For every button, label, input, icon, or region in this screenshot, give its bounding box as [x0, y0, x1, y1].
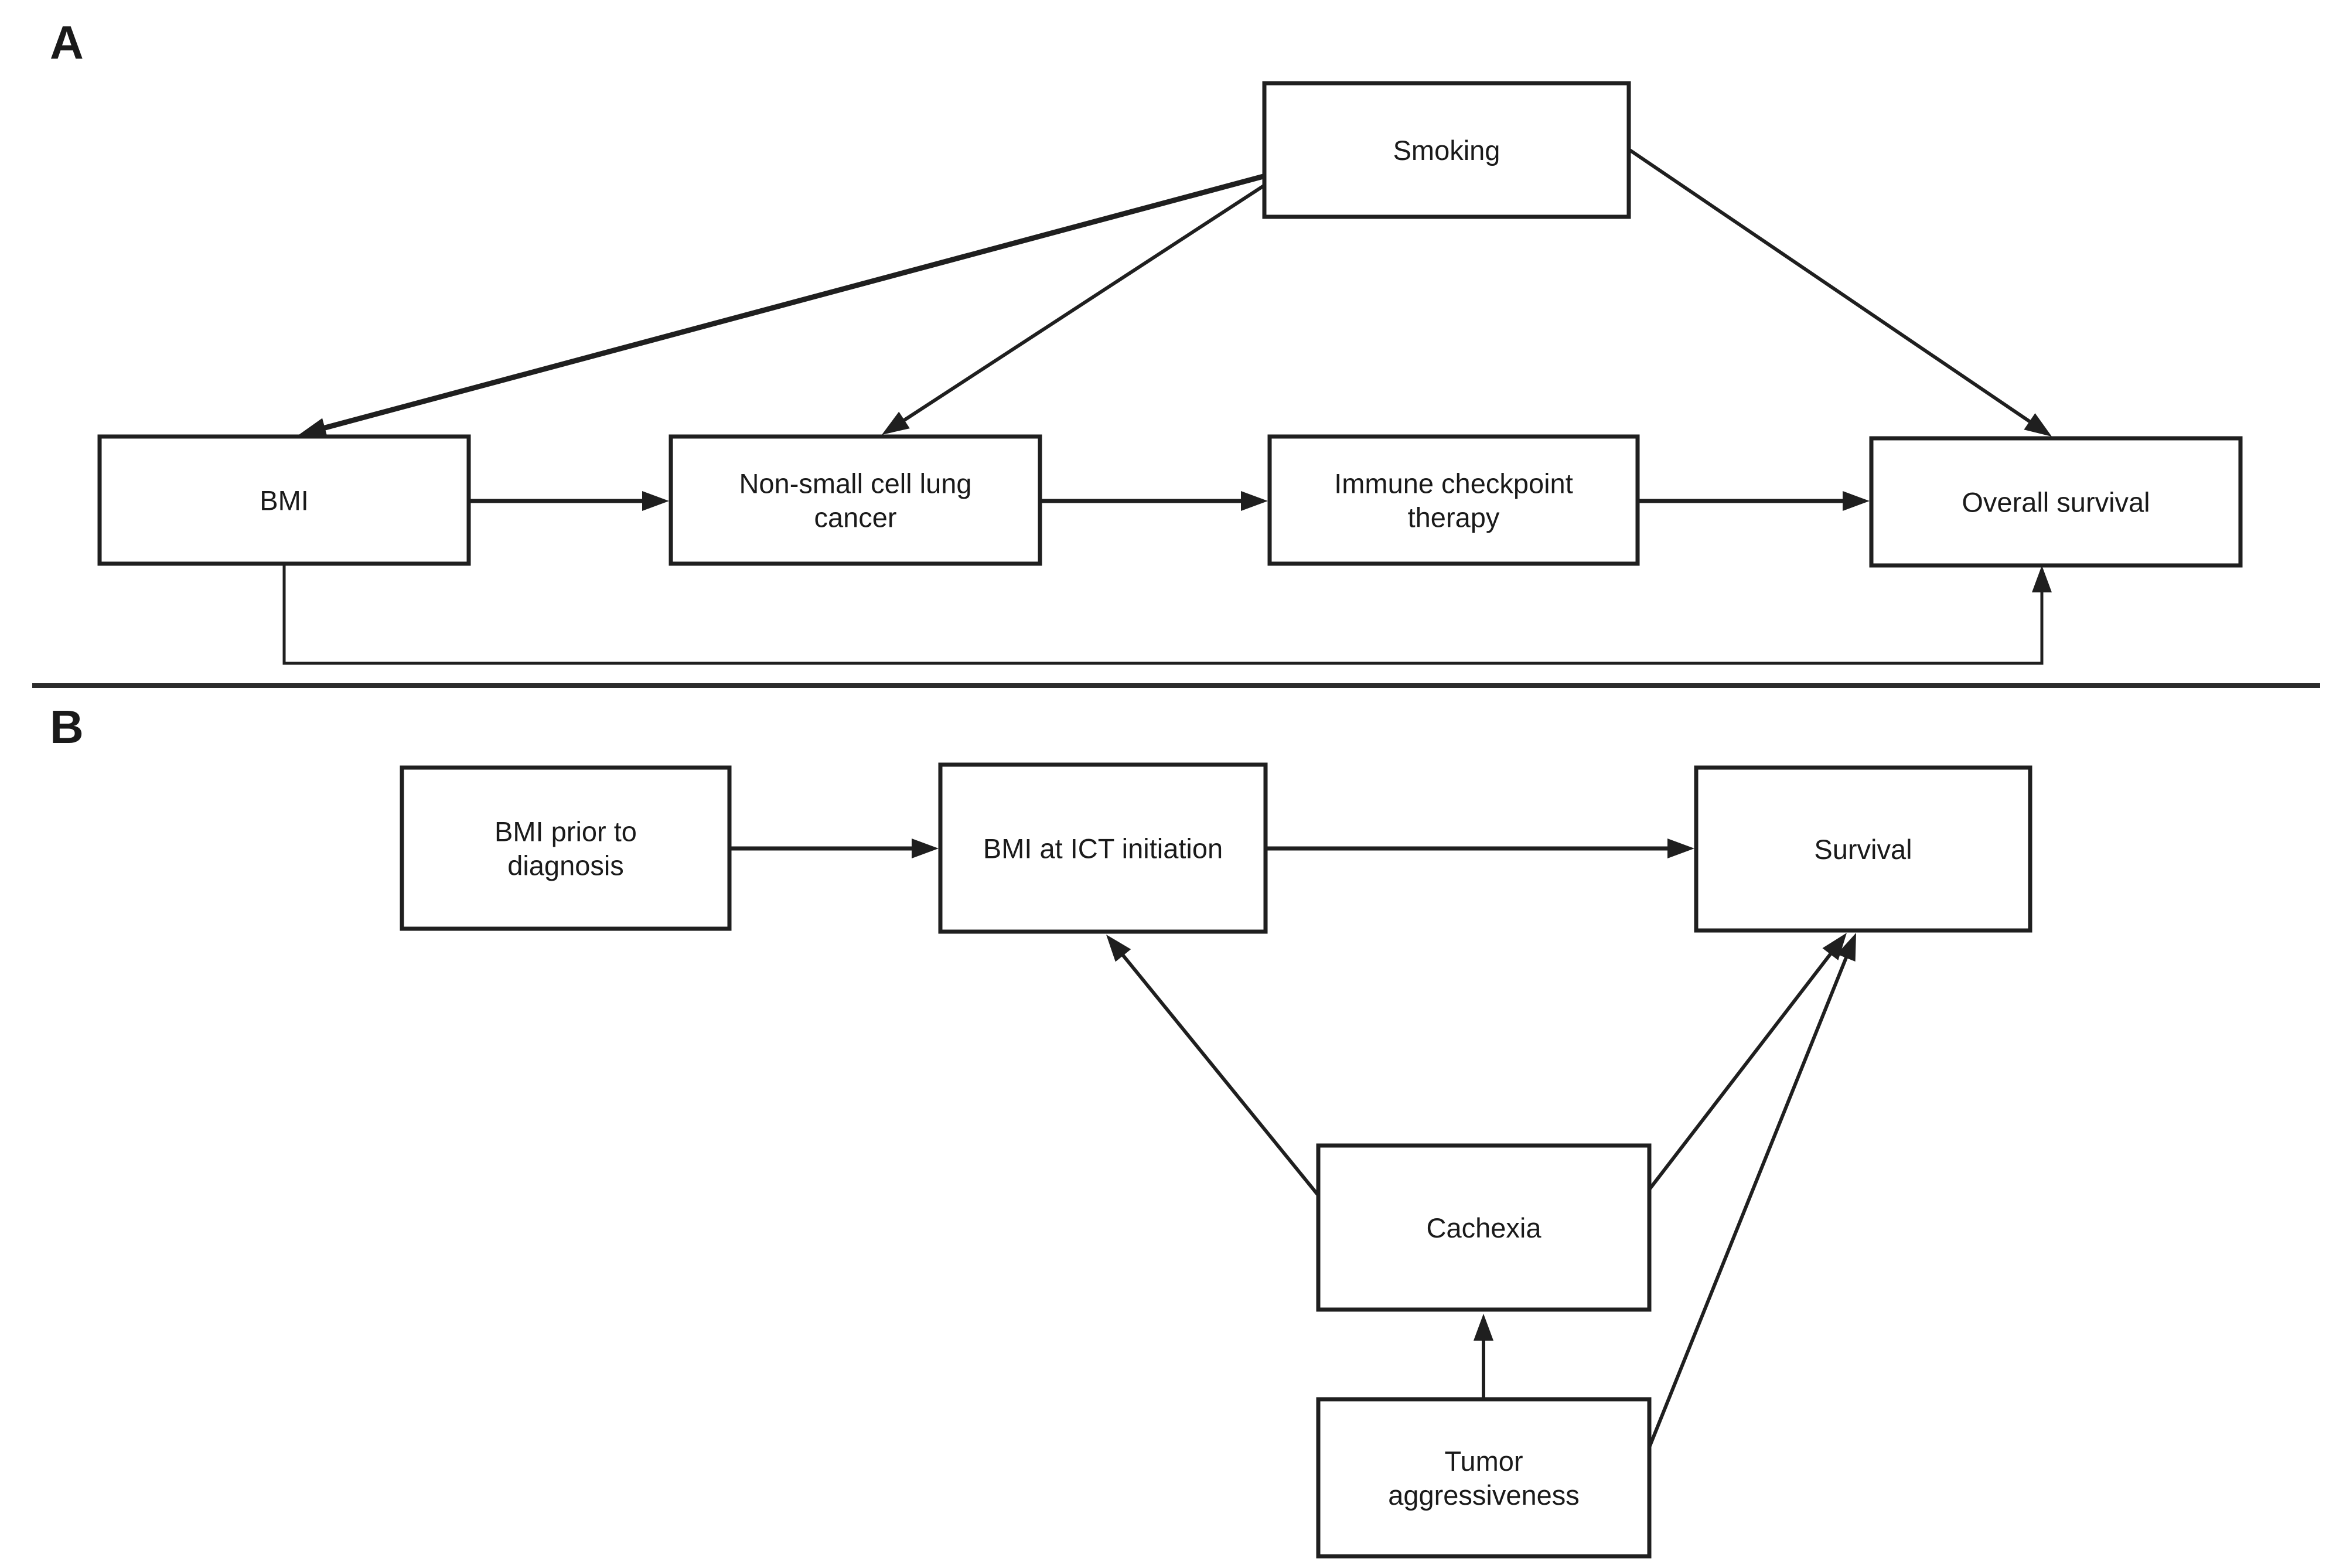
arrow-smoking-to-nsclc — [901, 183, 1267, 423]
arrowhead-tumor-to-survival — [1837, 933, 1856, 962]
node-smoking-box — [1262, 81, 1631, 219]
node-survival-label: Survival — [1814, 834, 1912, 865]
arrow-tumor-to-survival — [1648, 955, 1849, 1448]
arrow-cachexia-to-survival — [1648, 951, 1833, 1191]
node-bmi-prior-box — [400, 765, 732, 931]
arrowhead-cachexia-to-survival — [1822, 933, 1847, 960]
arrowhead-ict-to-overall-survival — [1843, 491, 1870, 511]
arrowhead-bmi-ict-to-survival — [1667, 838, 1694, 858]
node-bmi-label: BMI — [260, 485, 309, 516]
arrowhead-bmi-to-nsclc — [642, 491, 669, 511]
node-overall-survival-label: Overall survival — [1962, 486, 2150, 517]
arrowhead-smoking-to-bmi — [299, 418, 328, 438]
node-bmi-ict-box — [938, 762, 1268, 934]
node-bmi-box — [97, 434, 471, 566]
node-nsclc-box — [669, 434, 1042, 566]
node-overall-survival-box — [1869, 436, 2243, 568]
arrowhead-smoking-to-nsclc — [882, 411, 910, 435]
arrow-smoking-to-overall-survival — [1628, 148, 2032, 424]
arrow-cachexia-to-bmi-ict — [1120, 952, 1320, 1197]
node-smoking-label: Smoking — [1393, 135, 1500, 166]
arrowhead-nsclc-to-ict — [1241, 491, 1268, 511]
panel-a-label: A — [50, 16, 84, 69]
node-ict-box — [1267, 434, 1640, 566]
node-cachexia-label: Cachexia — [1427, 1212, 1542, 1243]
arrowhead-bmi-to-overall-survival — [2032, 565, 2052, 592]
arrow-smoking-to-bmi — [322, 173, 1267, 431]
arrowhead-tumor-to-cachexia — [1474, 1314, 1493, 1341]
panel-b-label: B — [50, 701, 84, 753]
node-tumor-box — [1316, 1397, 1652, 1559]
arrow-bmi-to-overall-survival — [282, 564, 2044, 665]
arrowhead-cachexia-to-bmi-ict — [1106, 935, 1131, 962]
arrowhead-bmi-prior-to-bmi-ict — [912, 838, 939, 858]
arrowhead-smoking-to-overall-survival — [2024, 413, 2052, 437]
node-cachexia-box — [1316, 1143, 1652, 1312]
node-bmi-ict-label: BMI at ICT initiation — [983, 833, 1223, 864]
node-survival-box — [1694, 765, 2032, 933]
